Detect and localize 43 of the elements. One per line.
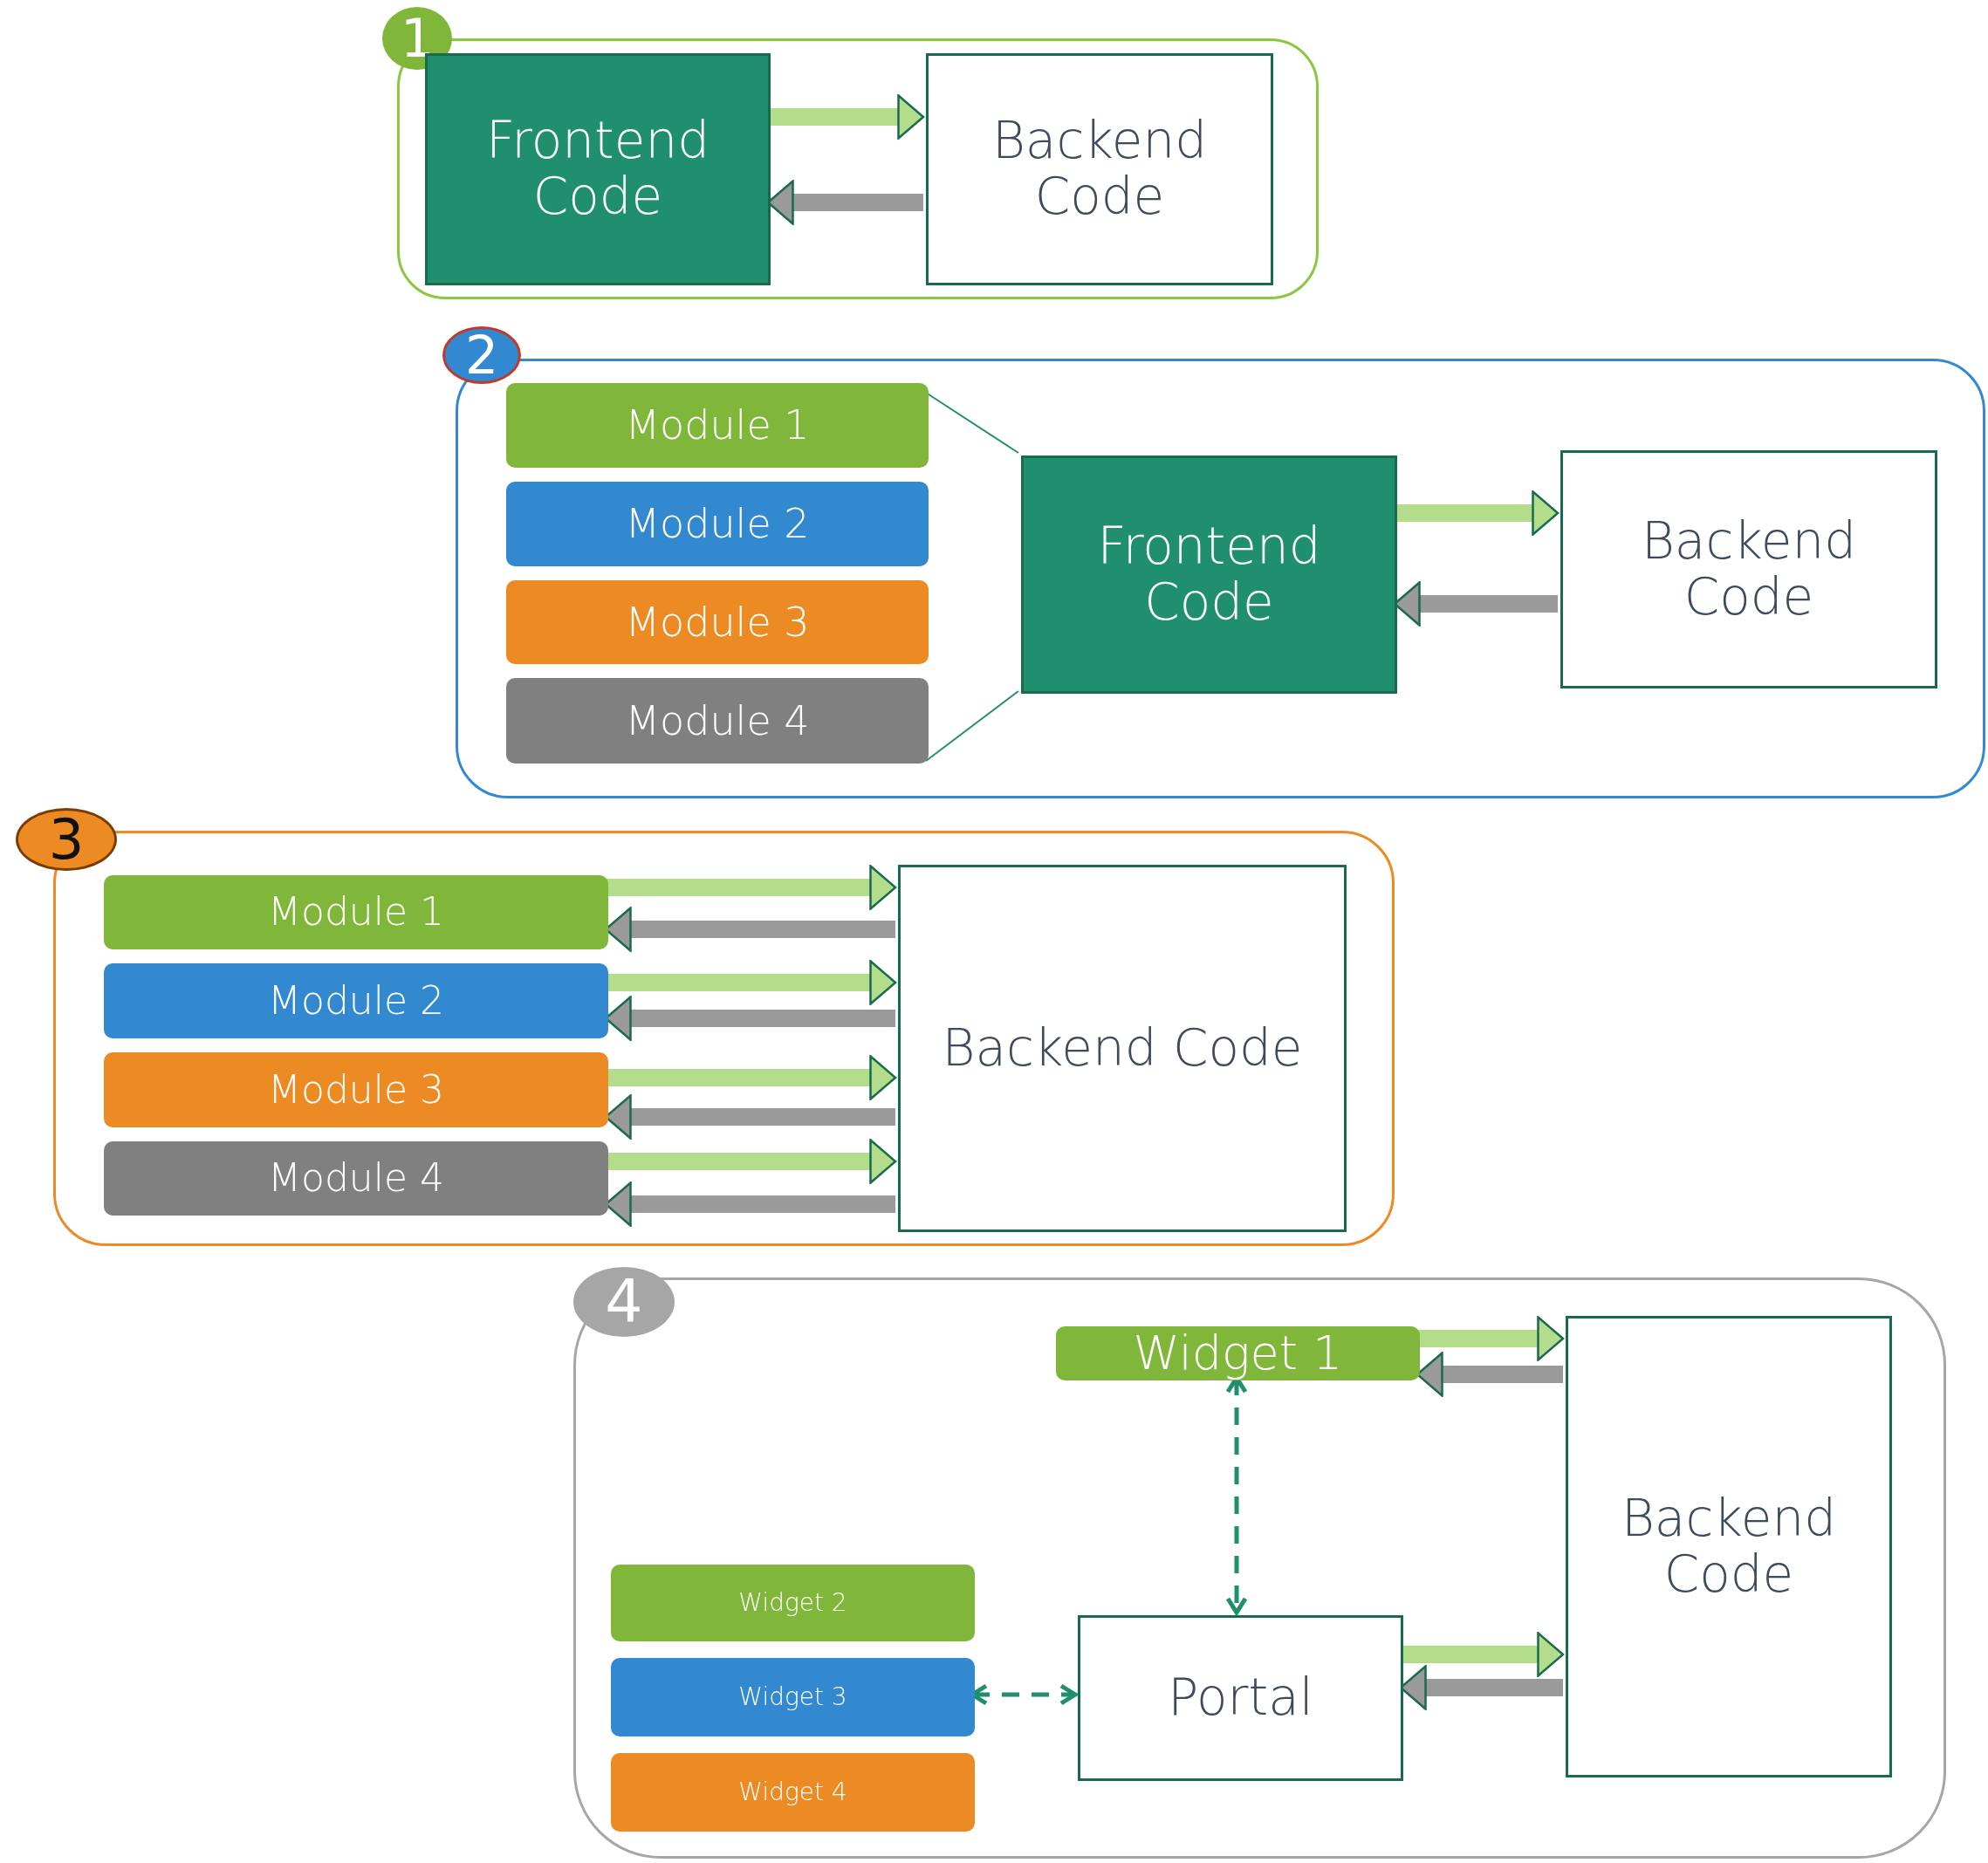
module-bar [506,580,929,664]
box-label: Backend Code [1620,1490,1838,1603]
number-badge: 2 [442,326,521,384]
code-box [1021,455,1397,694]
box-label: Portal [1167,1670,1314,1726]
module-bar [104,1052,608,1127]
box-label: Widget 3 [737,1683,848,1711]
box-label: Module 4 [624,698,811,743]
box-label: Module 3 [267,1068,445,1112]
code-box [898,865,1347,1232]
code-box [1078,1615,1403,1781]
box-label: Module 1 [624,403,811,448]
number-badge: 1 [382,7,452,70]
code-box [1560,450,1937,688]
number-badge: 3 [16,808,117,871]
module-bar [506,383,929,468]
module-bar [506,678,929,764]
box-label: Widget 1 [1132,1327,1344,1380]
box-label: Backend Code [941,1020,1304,1077]
box-label: Backend Code [991,113,1209,225]
box-label: Widget 4 [737,1778,848,1806]
box-label: Frontend Code [485,113,710,225]
box-label: Module 2 [267,979,445,1023]
module-bar [104,1141,608,1216]
box-label: Module 1 [267,891,445,934]
module-bar [611,1565,975,1641]
box-label: Frontend Code [1096,518,1322,631]
module-bar [1056,1326,1420,1380]
number-badge: 4 [573,1267,675,1337]
box-label: Widget 2 [737,1589,848,1617]
code-box [1566,1316,1892,1777]
block-arrow [1417,1316,1565,1361]
box-label: Module 2 [624,502,811,546]
box-label: Module 4 [267,1157,445,1200]
box-label: Module 3 [624,599,811,645]
module-bar [506,482,929,566]
module-bar [611,1658,975,1736]
block-arrow [606,865,897,910]
module-bar [104,875,608,949]
module-bar [611,1753,975,1832]
module-bar [104,963,608,1038]
box-label: Backend Code [1640,513,1858,626]
code-box [926,53,1273,285]
